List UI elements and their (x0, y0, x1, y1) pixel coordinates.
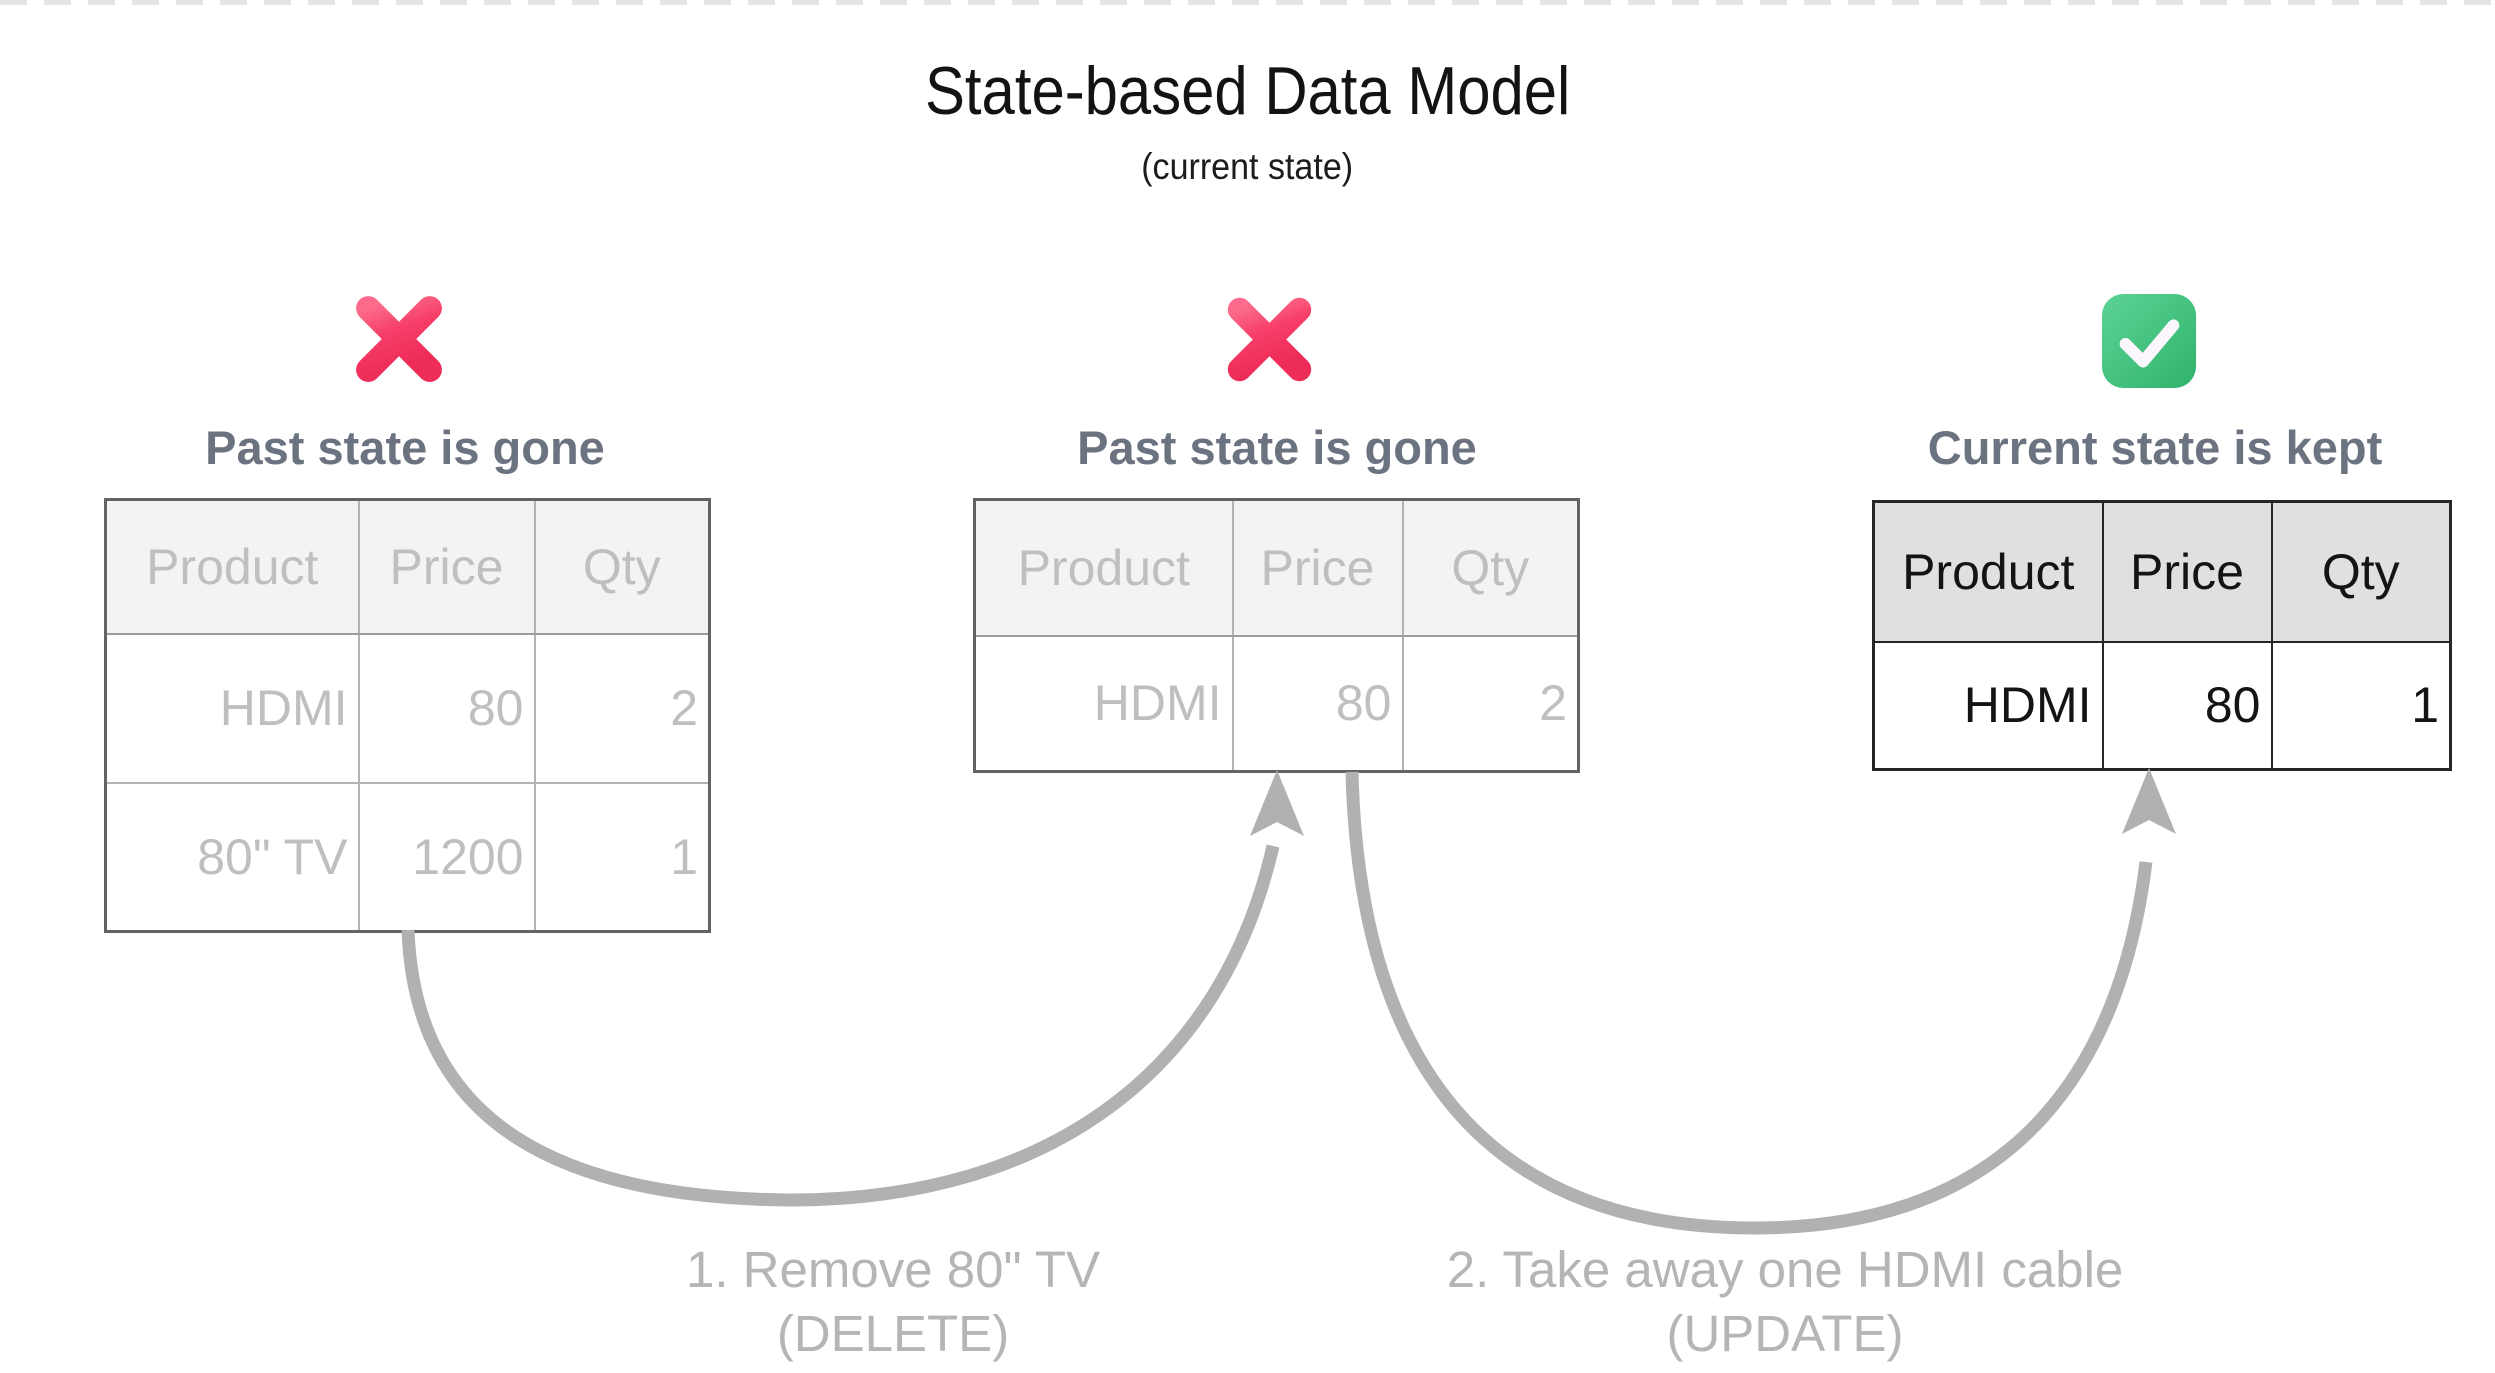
past-state-table-1: Product Price Qty HDMI 80 2 80" TV 1200 … (104, 498, 711, 933)
column-header-product: Product (973, 498, 1234, 637)
column-header-product: Product (104, 498, 360, 635)
cross-mark-icon (346, 286, 452, 392)
panel-label-current-state: Current state is kept (1927, 421, 2383, 474)
transition-op-text: (UPDATE) (1666, 1305, 1904, 1362)
table-header-row: Product Price Qty (973, 498, 1580, 637)
cell-product: HDMI (104, 632, 360, 784)
cell-product: HDMI (1872, 640, 2104, 771)
cell-qty: 2 (1401, 634, 1580, 773)
page-title: State-based Data Model (0, 53, 2495, 129)
cell-price: 80 (357, 632, 536, 784)
past-state-table-2: Product Price Qty HDMI 80 2 (973, 498, 1580, 773)
page-subtitle-text: (current state) (1141, 146, 1354, 187)
column-header-product: Product (1872, 500, 2104, 643)
transition-label-update: 2. Take away one HDMI cable (UPDATE) (1385, 1238, 2185, 1366)
transition-step-text: 2. Take away one HDMI cable (1446, 1241, 2124, 1298)
column-header-qty: Qty (2270, 500, 2452, 643)
cell-product: 80" TV (104, 781, 360, 933)
transition-step-text: 1. Remove 80" TV (685, 1241, 1101, 1298)
column-header-qty: Qty (1401, 498, 1580, 637)
column-header-price: Price (1231, 498, 1404, 637)
cell-qty: 1 (533, 781, 711, 933)
panel-label-past-state-1: Past state is gone (205, 421, 605, 474)
cross-mark-icon (1218, 288, 1321, 391)
arrowhead-icon (1250, 770, 1304, 836)
table-row: HDMI 80 2 (104, 632, 711, 784)
top-dashed-rule (0, 0, 2495, 5)
current-state-table: Product Price Qty HDMI 80 1 (1872, 500, 2452, 771)
page-title-text: State-based Data Model (924, 53, 1571, 129)
table-header-row: Product Price Qty (1872, 500, 2452, 643)
table-row: HDMI 80 1 (1872, 640, 2452, 771)
arrowhead-icon (2122, 768, 2176, 834)
panel-label-past-state-2: Past state is gone (1077, 421, 1477, 474)
cell-price: 1200 (357, 781, 536, 933)
page-subtitle: (current state) (0, 146, 2495, 188)
column-header-qty: Qty (533, 498, 711, 635)
cell-qty: 2 (533, 632, 711, 784)
table-header-row: Product Price Qty (104, 498, 711, 635)
transition-op-text: (DELETE) (776, 1305, 1010, 1362)
cell-price: 80 (2101, 640, 2273, 771)
column-header-price: Price (2101, 500, 2273, 643)
cell-price: 80 (1231, 634, 1404, 773)
column-header-price: Price (357, 498, 536, 635)
cell-qty: 1 (2270, 640, 2452, 771)
transition-label-delete: 1. Remove 80" TV (DELETE) (493, 1238, 1293, 1366)
table-row: HDMI 80 2 (973, 634, 1580, 773)
table-row: 80" TV 1200 1 (104, 781, 711, 933)
check-mark-icon (2100, 292, 2198, 390)
cell-product: HDMI (973, 634, 1234, 773)
update-transition-arrow (1345, 771, 2153, 1235)
